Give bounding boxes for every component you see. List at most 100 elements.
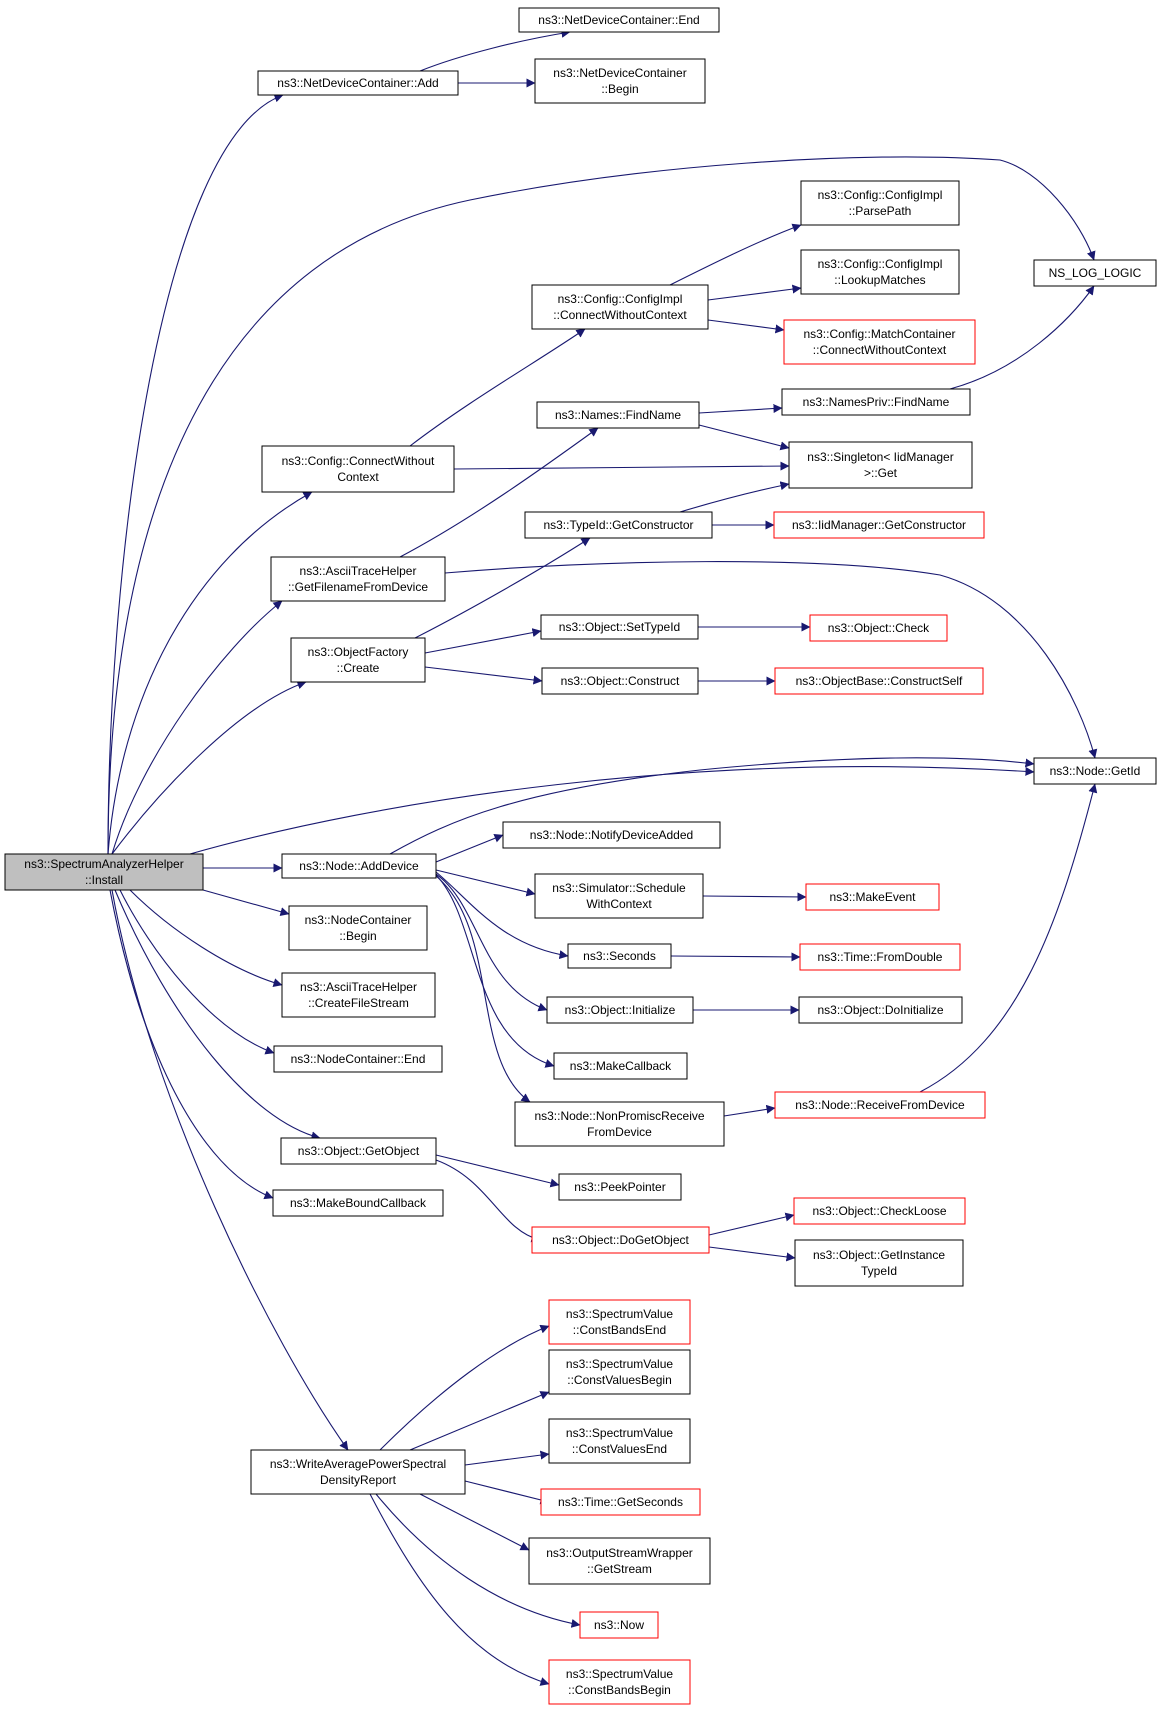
node-box[interactable] [290,637,426,683]
node-box[interactable] [558,1173,682,1201]
function-node-node-adddev[interactable]: ns3::Node::AddDevice [281,853,437,879]
function-node-cfgimpl-cwc[interactable]: ns3::Config::ConfigImpl::ConnectWithoutC… [531,284,709,330]
node-box[interactable] [553,1052,688,1080]
function-node-namespriv[interactable]: ns3::NamesPriv::FindName [781,388,971,416]
function-node-node-rfd[interactable]: ns3::Node::ReceiveFromDevice [774,1091,986,1119]
node-box[interactable] [794,1239,964,1287]
function-node-obj-settid[interactable]: ns3::Object::SetTypeId [540,614,699,640]
function-node-objbase-cs[interactable]: ns3::ObjectBase::ConstructSelf [774,667,984,695]
node-box[interactable] [288,905,428,951]
function-node-node-getid[interactable]: ns3::Node::GetId [1033,757,1157,785]
function-node-ascii-cfs[interactable]: ns3::AsciiTraceHelper::CreateFileStream [281,972,436,1018]
node-box[interactable] [524,511,713,539]
node-box[interactable] [250,1449,466,1495]
node-box[interactable] [548,1349,691,1395]
node-box[interactable] [805,883,940,911]
function-node-sv-cbb[interactable]: ns3::SpectrumValue::ConstBandsBegin [548,1659,691,1705]
node-box[interactable] [788,441,973,489]
node-box[interactable] [793,1197,966,1225]
node-box[interactable] [783,319,976,365]
function-node-obj-dogetobj[interactable]: ns3::Object::DoGetObject [531,1226,710,1254]
function-node-now[interactable]: ns3::Now [579,1611,659,1639]
function-node-obj-construct[interactable]: ns3::Object::Construct [541,667,699,695]
function-node-time-gs[interactable]: ns3::Time::GetSeconds [540,1488,701,1516]
function-node-sv-cve[interactable]: ns3::SpectrumValue::ConstValuesEnd [548,1418,691,1464]
node-box[interactable] [518,7,720,33]
function-node-sv-cbe[interactable]: ns3::SpectrumValue::ConstBandsEnd [548,1299,691,1345]
node-box[interactable] [540,614,699,640]
node-box[interactable] [257,70,459,96]
node-box[interactable] [548,1659,691,1705]
function-node-ndc-add[interactable]: ns3::NetDeviceContainer::Add [257,70,459,96]
function-node-obj-getobj[interactable]: ns3::Object::GetObject [280,1137,437,1165]
function-node-obj-check[interactable]: ns3::Object::Check [809,614,948,642]
node-box[interactable] [536,401,700,429]
function-node-time-fd[interactable]: ns3::Time::FromDouble [799,943,961,971]
node-box[interactable] [4,853,204,891]
function-node-obj-init[interactable]: ns3::Object::Initialize [546,996,694,1024]
function-node-ascii-fn[interactable]: ns3::AsciiTraceHelper::GetFilenameFromDe… [270,556,446,602]
node-box[interactable] [280,1137,437,1165]
function-node-iid-gc[interactable]: ns3::IidManager::GetConstructor [773,511,985,539]
node-box[interactable] [272,1189,444,1217]
function-node-makeevent[interactable]: ns3::MakeEvent [805,883,940,911]
node-box[interactable] [1033,757,1157,785]
node-box[interactable] [579,1611,659,1639]
node-box[interactable] [531,1226,710,1254]
node-box[interactable] [773,511,985,539]
node-box[interactable] [799,943,961,971]
node-box[interactable] [774,1091,986,1119]
function-node-node-notify[interactable]: ns3::Node::NotifyDeviceAdded [502,821,721,849]
node-box[interactable] [546,996,694,1024]
function-node-makebound[interactable]: ns3::MakeBoundCallback [272,1189,444,1217]
node-box[interactable] [800,180,960,226]
node-box[interactable] [273,1045,443,1073]
function-node-ndc-begin[interactable]: ns3::NetDeviceContainer::Begin [534,58,706,104]
node-box[interactable] [541,667,699,695]
node-box[interactable] [540,1488,701,1516]
node-box[interactable] [534,873,704,919]
function-node-nc-end[interactable]: ns3::NodeContainer::End [273,1045,443,1073]
function-node-ndc-end[interactable]: ns3::NetDeviceContainer::End [518,7,720,33]
function-node-peekpointer[interactable]: ns3::PeekPointer [558,1173,682,1201]
node-box[interactable] [534,58,706,104]
node-box[interactable] [281,972,436,1018]
function-node-seconds[interactable]: ns3::Seconds [567,943,672,969]
function-node-singleton[interactable]: ns3::Singleton< IidManager>::Get [788,441,973,489]
function-node-obj-doinit[interactable]: ns3::Object::DoInitialize [798,996,963,1024]
node-box[interactable] [261,445,455,493]
function-node-names-find[interactable]: ns3::Names::FindName [536,401,700,429]
node-box[interactable] [531,284,709,330]
node-box[interactable] [567,943,672,969]
node-box[interactable] [1033,259,1157,287]
function-node-typeid-gc[interactable]: ns3::TypeId::GetConstructor [524,511,713,539]
function-node-nc-begin[interactable]: ns3::NodeContainer::Begin [288,905,428,951]
node-box[interactable] [514,1101,725,1147]
function-node-obj-checkloose[interactable]: ns3::Object::CheckLoose [793,1197,966,1225]
function-node-parsepath[interactable]: ns3::Config::ConfigImpl::ParsePath [800,180,960,226]
function-node-write-apsd[interactable]: ns3::WriteAveragePowerSpectralDensityRep… [250,1449,466,1495]
node-box[interactable] [548,1299,691,1345]
node-box[interactable] [528,1537,711,1585]
node-box[interactable] [809,614,948,642]
node-box[interactable] [502,821,721,849]
function-node-objfactory[interactable]: ns3::ObjectFactory::Create [290,637,426,683]
function-node-osw-gs[interactable]: ns3::OutputStreamWrapper::GetStream [528,1537,711,1585]
function-node-lookup[interactable]: ns3::Config::ConfigImpl::LookupMatches [800,249,960,295]
node-box[interactable] [781,388,971,416]
function-node-ns-log[interactable]: NS_LOG_LOGIC [1033,259,1157,287]
node-box[interactable] [774,667,984,695]
function-node-sv-cvb[interactable]: ns3::SpectrumValue::ConstValuesBegin [548,1349,691,1395]
function-node-match-cwc[interactable]: ns3::Config::MatchContainer::ConnectWith… [783,319,976,365]
node-box[interactable] [798,996,963,1024]
function-node-makecallback[interactable]: ns3::MakeCallback [553,1052,688,1080]
function-node-root[interactable]: ns3::SpectrumAnalyzerHelper::Install [4,853,204,891]
node-box[interactable] [281,853,437,879]
function-node-cfg-cwc[interactable]: ns3::Config::ConnectWithoutContext [261,445,455,493]
node-box[interactable] [548,1418,691,1464]
node-box[interactable] [800,249,960,295]
node-box[interactable] [270,556,446,602]
